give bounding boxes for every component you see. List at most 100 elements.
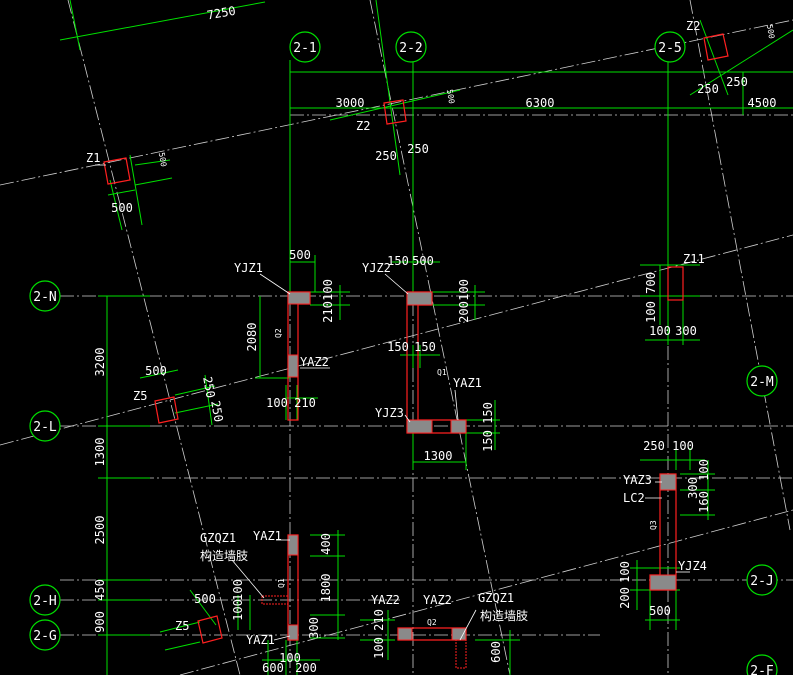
label-z11: Z11 xyxy=(683,252,705,266)
dim-text-7250: 7250 xyxy=(206,4,237,23)
bubble-2-1: 2-1 xyxy=(289,31,321,63)
label-yaz3: YAZ3 xyxy=(623,473,652,487)
bubble-2-J: 2-J xyxy=(746,564,778,596)
dim-text-100-bot: 100 xyxy=(279,651,301,665)
dim-text-100-z11: 100 xyxy=(644,301,658,323)
column-z5-bottom xyxy=(197,615,223,644)
dim-z5b-c xyxy=(189,589,217,626)
label-yjz1: YJZ1 xyxy=(234,261,263,275)
axis-bubbles: 2-1 2-2 2-5 2-N 2-L 2-M 2-H 2-G xyxy=(29,31,778,675)
dim-text-2080: 2080 xyxy=(245,323,259,352)
dim-text-500-gz: 500 xyxy=(194,592,216,606)
dim-text-3000: 3000 xyxy=(336,96,365,110)
dimension-lines xyxy=(59,0,793,675)
dim-text-150e: 150 xyxy=(481,402,495,424)
column-yaz2-b xyxy=(397,627,413,641)
dim-z2b-vert xyxy=(699,19,729,96)
label-q1: Q1 xyxy=(437,368,447,377)
dim-text-150d: 150 xyxy=(414,340,436,354)
dim-text-2500: 2500 xyxy=(93,516,107,545)
dim-text-1300a: 1300 xyxy=(93,438,107,467)
label-yaz1-b: YAZ1 xyxy=(253,529,282,543)
dim-text-300-yaz3: 300 xyxy=(686,477,700,499)
axis-skew-1 xyxy=(0,19,793,186)
dim-z1-ext1 xyxy=(109,179,123,231)
bubble-2-F-label: 2-F xyxy=(750,664,774,675)
dim-text-500-z5: 500 xyxy=(145,364,167,378)
bubble-2-5: 2-5 xyxy=(654,31,686,63)
dim-text-100b: 100 xyxy=(266,396,288,410)
column-yjz2 xyxy=(406,291,433,306)
dim-text-500-z1: 500 xyxy=(111,201,133,215)
dim-text-210a: 210 xyxy=(321,301,335,323)
label-z2-right: Z2 xyxy=(686,19,700,33)
dim-z5-250b xyxy=(174,403,219,414)
bubble-2-2-label: 2-2 xyxy=(399,41,422,56)
bubble-2-5-label: 2-5 xyxy=(658,41,681,56)
gzqz1-a xyxy=(261,595,289,605)
axis-skew-3 xyxy=(179,509,793,675)
dim-text-900: 900 xyxy=(93,611,107,633)
dim-z2b-skew xyxy=(689,29,793,96)
bubble-2-N: 2-N xyxy=(29,280,61,312)
dim-z5-v xyxy=(204,374,213,426)
bubble-2-J-label: 2-J xyxy=(750,574,773,589)
dim-text-210b: 210 xyxy=(294,396,316,410)
leaders xyxy=(95,164,690,641)
dim-text-300-z11: 300 xyxy=(675,324,697,338)
dim-text-3200: 3200 xyxy=(93,348,107,377)
axis-skew-5 xyxy=(369,0,511,675)
dim-z5-250a xyxy=(174,385,216,396)
column-yaz2-a xyxy=(287,354,299,378)
column-z11 xyxy=(667,266,684,301)
dim-text-100c: 100 xyxy=(457,279,471,301)
label-q1-b: Q1 xyxy=(277,578,286,588)
label-q2-a: Q2 xyxy=(274,328,283,338)
leader-yaz1 xyxy=(454,389,459,421)
column-yaz2-c xyxy=(451,627,467,641)
column-yaz1-b xyxy=(287,534,299,556)
leader-yaz1c xyxy=(273,635,291,641)
leader-yjz3 xyxy=(404,414,411,423)
dim-text-250-z2d: 250 xyxy=(726,75,748,89)
structural-elements xyxy=(103,33,729,669)
label-yjz4: YJZ4 xyxy=(678,559,707,573)
dim-text-160-yaz3: 160 xyxy=(697,491,711,513)
wall-yaz3-yjz4 xyxy=(649,473,677,591)
dim-text-150c: 150 xyxy=(387,340,409,354)
bubble-2-H: 2-H xyxy=(29,584,61,616)
column-yjz3 xyxy=(406,419,433,434)
label-yjz3: YJZ3 xyxy=(375,406,404,420)
dim-text-200-yjz4: 200 xyxy=(618,587,632,609)
bubble-2-2: 2-2 xyxy=(395,31,427,63)
column-yaz3 xyxy=(659,473,677,491)
dim-text-100-yaz3: 100 xyxy=(672,439,694,453)
column-yaz1-a xyxy=(450,419,467,434)
dim-text-700-z11: 700 xyxy=(644,272,658,294)
dimension-text: 7250 3000 6300 4500 3200 1300 2500 450 9… xyxy=(93,4,776,675)
dim-text-500-yjz1: 500 xyxy=(289,248,311,262)
dim-text-200-gz: 200 xyxy=(295,661,317,675)
dim-text-450: 450 xyxy=(93,579,107,601)
label-yaz2-c: YAZ2 xyxy=(423,593,452,607)
label-z1: Z1 xyxy=(86,151,100,165)
dim-text-500-yjz4: 500 xyxy=(649,604,671,618)
bubble-2-L-label: 2-L xyxy=(33,420,57,435)
bubble-2-G-label: 2-G xyxy=(33,629,57,644)
dim-text-250-yaz3: 250 xyxy=(643,439,665,453)
dim-z5b-a xyxy=(159,621,201,633)
dim-text-100-gz: 100 xyxy=(231,599,245,621)
dim-text-500-z2b: 500 xyxy=(765,24,776,40)
gzqz1-b xyxy=(455,639,467,669)
dim-text-500-yjz2: 500 xyxy=(412,254,434,268)
label-yaz1-a: YAZ1 xyxy=(453,376,482,390)
bubble-2-N-label: 2-N xyxy=(33,290,56,305)
column-yjz1 xyxy=(287,291,311,305)
leader-yjz1 xyxy=(259,273,291,295)
label-lc2: LC2 xyxy=(623,491,645,505)
dim-z5b-b xyxy=(164,641,201,651)
label-q2-b: Q2 xyxy=(427,618,437,627)
dim-text-500-z2: 500 xyxy=(445,89,456,105)
dim-z1-ext2 xyxy=(129,154,143,226)
label-gzqz1-a: GZQZ1 xyxy=(200,531,236,545)
